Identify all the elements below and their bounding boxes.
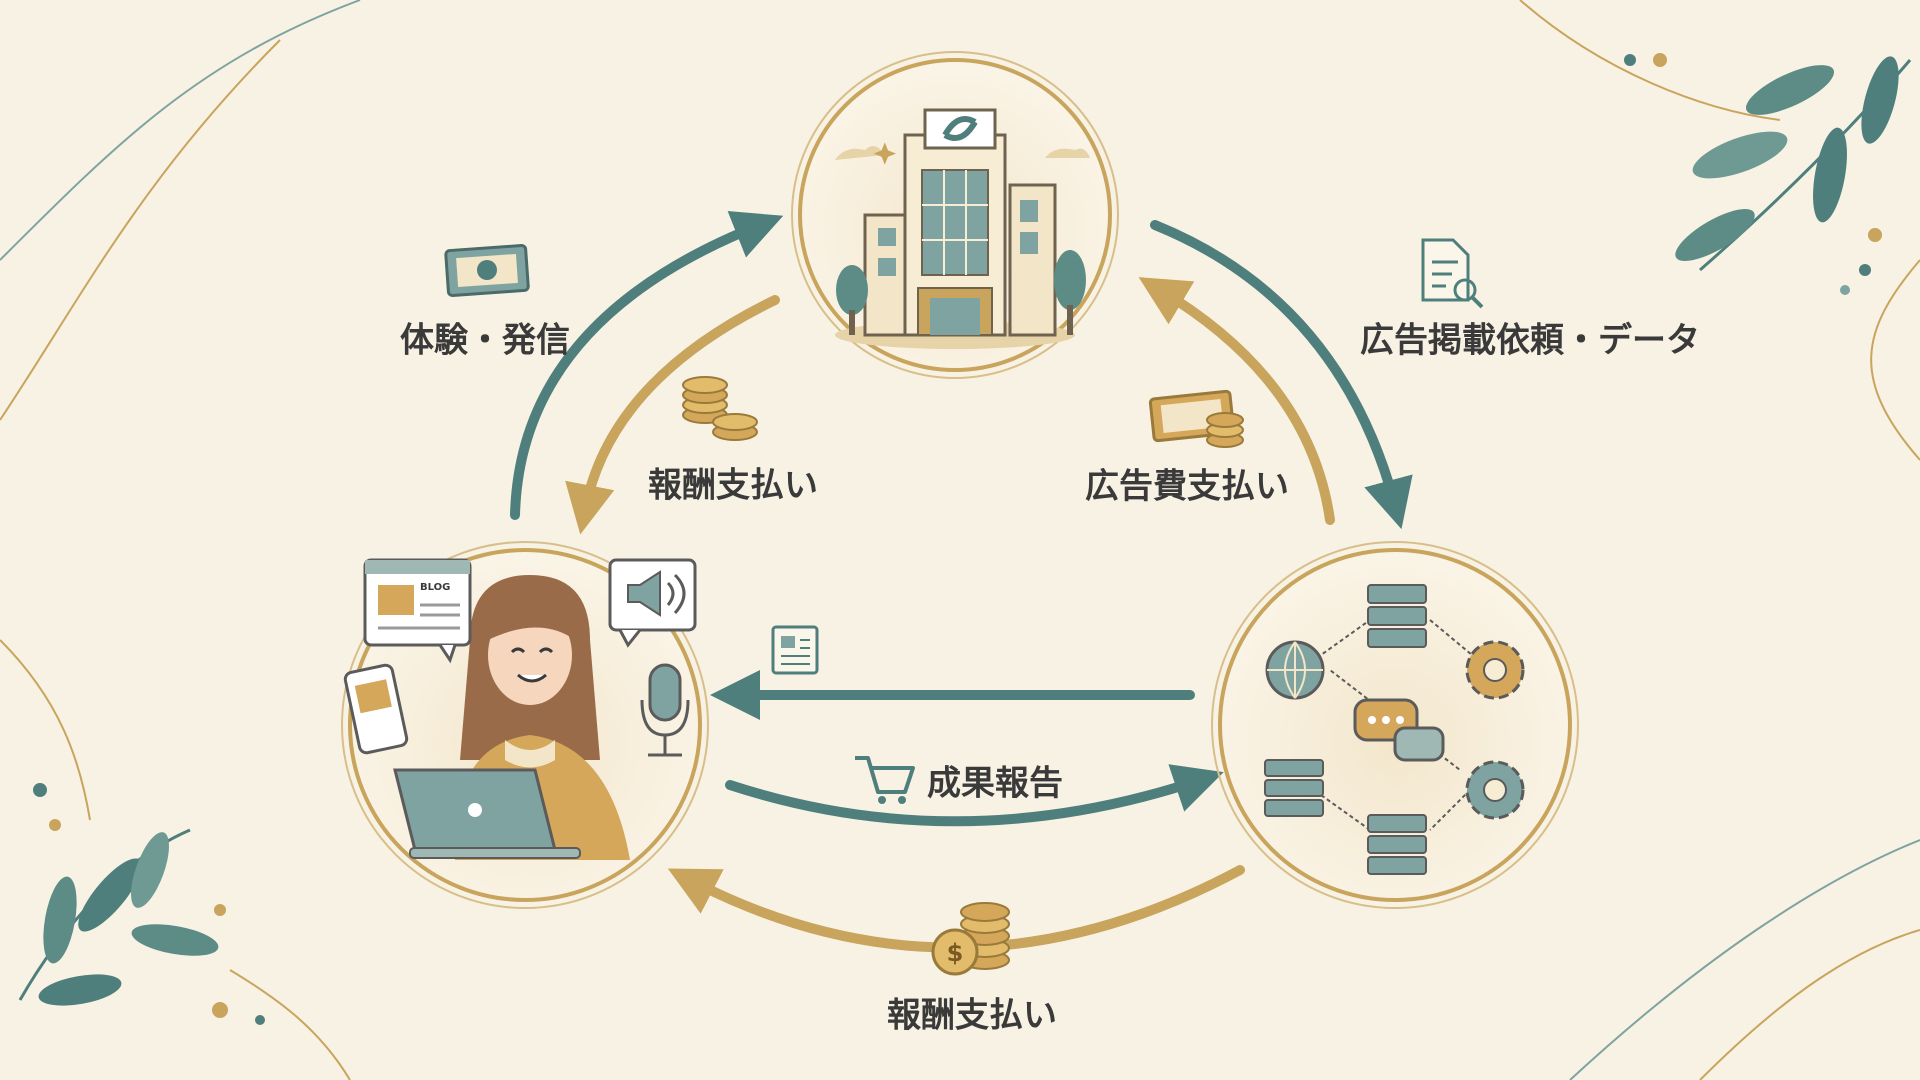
banknote-icon	[444, 244, 530, 297]
arrow-asp-to-advertiser	[1138, 277, 1335, 525]
gear-icon	[1465, 760, 1525, 820]
office-building-icon	[835, 108, 1090, 349]
decor-dots	[33, 53, 1882, 1025]
svg-text:$: $	[947, 939, 964, 967]
smartphone-icon	[343, 663, 409, 755]
money-coins-icon	[1148, 389, 1244, 448]
coin-stack-icon	[682, 376, 758, 441]
arrow-advertiser-to-affiliate	[565, 295, 780, 535]
shopping-cart-icon	[855, 756, 915, 804]
woman-laptop-icon	[393, 575, 630, 860]
network-platform-icon	[1264, 584, 1525, 875]
arrow-affiliate-to-asp	[725, 764, 1224, 827]
blog-window-icon: BLOG	[363, 558, 472, 664]
label-ad-fee-payment: 広告費支払い	[1085, 466, 1289, 507]
arrow-advertiser-to-asp	[1150, 220, 1413, 530]
chat-bubbles-icon	[1353, 698, 1445, 762]
decor-curve	[0, 639, 91, 821]
gear-icon	[1465, 640, 1525, 700]
megaphone-speech-icon	[608, 558, 697, 648]
server-icon	[1367, 584, 1427, 648]
asp-node	[1211, 541, 1579, 909]
leaf-branch-icon	[1675, 56, 1912, 272]
decor-curve	[0, 39, 281, 421]
decor-curve	[229, 969, 351, 1080]
label-reward-payment-bottom: 報酬支払い	[887, 995, 1057, 1036]
advertiser-node	[791, 51, 1119, 379]
flow-arrows	[510, 210, 1413, 953]
label-result-report: 成果報告	[927, 763, 1063, 804]
decor-curve	[1519, 0, 1781, 121]
microphone-icon	[640, 663, 690, 757]
globe-icon	[1265, 640, 1325, 700]
report-document-icon	[771, 625, 819, 675]
decor-curve	[1699, 929, 1920, 1080]
server-icon	[1264, 759, 1324, 817]
leaf-branch-icon	[18, 828, 219, 1006]
server-icon	[1367, 814, 1427, 875]
dollar-coins-icon: $	[931, 902, 1010, 976]
decor-curve	[1870, 259, 1920, 461]
label-reward-payment-top: 報酬支払い	[648, 465, 818, 506]
document-search-icon	[1421, 238, 1484, 309]
label-experience-broadcast: 体験・発信	[400, 320, 570, 361]
label-ad-request-data: 広告掲載依頼・データ	[1360, 320, 1700, 361]
svg-text:BLOG: BLOG	[420, 582, 450, 593]
arrow-affiliate-to-advertiser	[510, 210, 784, 520]
decor-curve	[1569, 839, 1920, 1080]
decor-curve	[0, 0, 361, 261]
affiliate-node: BLOG	[341, 541, 709, 909]
